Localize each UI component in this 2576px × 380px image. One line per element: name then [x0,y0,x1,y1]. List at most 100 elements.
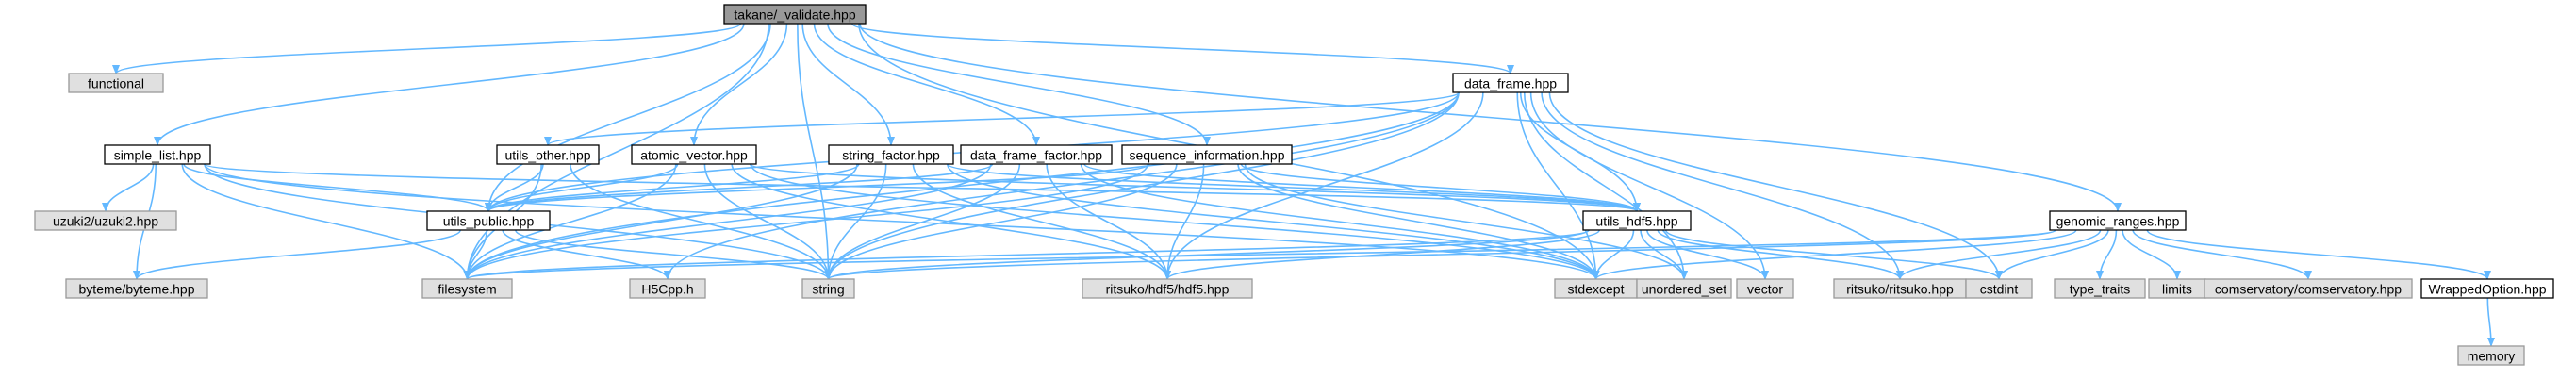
edge-atomic-vector-to-utils-public [485,163,679,212]
node-stdexcept[interactable]: stdexcept [1554,278,1638,299]
node-box [723,4,867,25]
node-box [960,144,1113,165]
node-memory[interactable]: memory [2457,345,2525,366]
node-label: ritsuko/hdf5/hdf5.hpp [1106,282,1230,297]
node-ritsuko[interactable]: ritsuko/ritsuko.hpp [1833,278,1967,299]
node-vector[interactable]: vector [1736,278,1794,299]
node-label: unordered_set [1642,282,1726,297]
edge-data-frame-to-filesystem [463,91,1460,280]
edge-utils-hdf5-to-unordered-set [1640,229,1688,280]
node-label: cstdint [1980,282,2019,297]
node-unordered-set[interactable]: unordered_set [1636,278,1732,299]
node-type-traits[interactable]: type_traits [2054,278,2146,299]
edge-atomic-vector-to-string [703,163,833,280]
node-string-factor[interactable]: string_factor.hpp [828,144,954,165]
node-label: string [812,282,844,297]
node-ritsuko-hdf5[interactable]: ritsuko/hdf5/hdf5.hpp [1082,278,1253,299]
node-byteme[interactable]: byteme/byteme.hpp [65,278,208,299]
node-box [2420,278,2554,299]
node-box [2054,278,2146,299]
edge-validate-to-filesystem [463,23,769,280]
node-filesystem[interactable]: filesystem [421,278,513,299]
edge-simple-list-to-stdexcept [204,163,1600,280]
edge-atomic-vector-to-utils-hdf5 [750,163,1641,212]
edge-sequence-information-to-filesystem [463,163,1149,280]
node-box [1121,144,1293,165]
edge-validate-to-data-frame [850,23,1514,74]
node-functional[interactable]: functional [68,73,164,93]
node-box [104,144,211,165]
node-label: utils_hdf5.hpp [1595,214,1677,229]
node-atomic-vector[interactable]: atomic_vector.hpp [631,144,757,165]
node-box [1582,210,1692,231]
edge-validate-to-data-frame-factor [813,23,1040,146]
edge-sequence-information-to-string [824,163,1178,280]
node-validate[interactable]: takane/_validate.hpp [723,4,867,25]
node-label: sequence_information.hpp [1129,148,1284,163]
node-label: memory [2468,349,2516,364]
node-label: byteme/byteme.hpp [79,282,195,297]
edge-genomic-ranges-to-limits [2122,229,2181,280]
edge-validate-to-simple-list [154,23,745,146]
node-label: utils_other.hpp [504,148,590,163]
edge-genomic-ranges-to-stdexcept [1592,229,2077,280]
edge-data-frame-factor-to-filesystem [463,163,992,280]
edge-simple-list-to-uzuki2 [102,163,155,212]
node-utils-hdf5[interactable]: utils_hdf5.hpp [1582,210,1692,231]
node-box [2204,278,2413,299]
edge-string-factor-to-stdexcept [947,163,1600,280]
edge-genomic-ranges-to-string [825,229,2056,280]
node-box [631,144,757,165]
edge-sequence-information-to-ritsuko-hdf5 [1164,163,1205,280]
edge-genomic-ranges-to-wrapped-option [2146,229,2491,280]
edge-validate-to-string-factor [801,23,895,146]
node-box [2049,210,2187,231]
node-wrapped-option[interactable]: WrappedOption.hpp [2420,278,2554,299]
node-data-frame-factor[interactable]: data_frame_factor.hpp [960,144,1113,165]
node-box [68,73,164,93]
edge-data-frame-factor-to-string [824,163,1021,280]
node-comservatory[interactable]: comservatory/comservatory.hpp [2204,278,2413,299]
edge-string-factor-to-filesystem [463,163,858,280]
node-utils-other[interactable]: utils_other.hpp [496,144,600,165]
node-label: string_factor.hpp [842,148,940,163]
edge-data-frame-to-utils-other [544,91,1460,146]
node-utils-public[interactable]: utils_public.hpp [426,210,551,231]
node-limits[interactable]: limits [2148,278,2206,299]
node-box [1736,278,1794,299]
node-box [34,210,177,231]
edge-utils-hdf5-to-string [824,229,1590,280]
edge-genomic-ranges-to-cstdint [1995,229,2109,280]
node-string[interactable]: string [801,278,855,299]
node-data-frame[interactable]: data_frame.hpp [1452,73,1569,93]
node-genomic-ranges[interactable]: genomic_ranges.hpp [2049,210,2187,231]
node-box [629,278,706,299]
node-label: ritsuko/ritsuko.hpp [1846,282,1954,297]
edge-wrapped-option-to-memory [2486,297,2495,347]
edge-utils-hdf5-to-ritsuko [1657,229,1904,280]
node-label: stdexcept [1568,282,1625,297]
node-box [2457,345,2525,366]
nodes-layer: takane/_validate.hpp functional data_frame… [34,4,2554,366]
edge-simple-list-to-utils-hdf5 [204,163,1641,212]
node-h5cpp[interactable]: H5Cpp.h [629,278,706,299]
node-uzuki2[interactable]: uzuki2/uzuki2.hpp [34,210,177,231]
edge-string-factor-to-utils-public [485,163,860,212]
edge-utils-public-to-h5cpp [502,229,671,280]
edge-utils-hdf5-to-filesystem [463,229,1590,280]
edge-validate-to-string [797,23,833,280]
node-cstdint[interactable]: cstdint [1965,278,2033,299]
edge-genomic-ranges-to-ritsuko [1896,229,2102,280]
node-simple-list[interactable]: simple_list.hpp [104,144,211,165]
node-label: filesystem [438,282,496,297]
node-sequence-information[interactable]: sequence_information.hpp [1121,144,1293,165]
node-box [65,278,208,299]
edge-genomic-ranges-to-type-traits [2096,229,2118,280]
edge-atomic-vector-to-ritsuko-hdf5 [731,163,1171,280]
edge-validate-to-sequence-information [827,23,1211,146]
node-label: atomic_vector.hpp [640,148,748,163]
node-label: comservatory/comservatory.hpp [2215,282,2402,297]
node-label: data_frame.hpp [1464,76,1557,91]
edge-sequence-information-to-unordered-set [1244,163,1688,280]
edge-utils-hdf5-to-ritsuko-hdf5 [1164,229,1600,280]
